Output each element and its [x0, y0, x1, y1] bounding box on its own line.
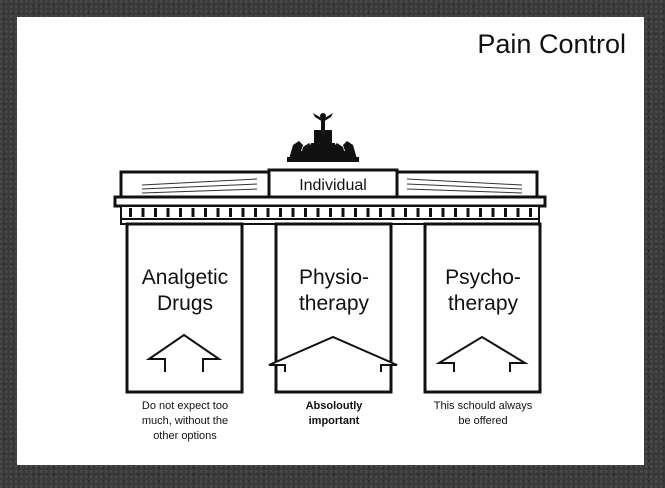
triglyph	[467, 208, 470, 217]
triglyph	[504, 208, 507, 217]
gate-cornice	[115, 197, 545, 224]
triglyph	[292, 208, 295, 217]
triglyph	[367, 208, 370, 217]
triglyph	[267, 208, 270, 217]
triglyph	[404, 208, 407, 217]
triglyph	[179, 208, 182, 217]
pillar-label-line: therapy	[425, 291, 541, 317]
triglyph	[492, 208, 495, 217]
triglyph	[142, 208, 145, 217]
triglyph	[192, 208, 195, 217]
caption-line: Absoloutly	[254, 399, 414, 414]
triglyph	[479, 208, 482, 217]
triglyph	[392, 208, 395, 217]
triglyph	[342, 208, 345, 217]
triglyph	[529, 208, 532, 217]
pillar-label-psychotherapy: Psycho- therapy	[425, 265, 541, 317]
triglyph	[429, 208, 432, 217]
caption-line: other options	[105, 429, 265, 444]
quadriga-statue-icon	[287, 113, 359, 162]
triglyph	[442, 208, 445, 217]
triglyph	[304, 208, 307, 217]
triglyph	[329, 208, 332, 217]
triglyph	[204, 208, 207, 217]
triglyph	[167, 208, 170, 217]
pillar-label-line: therapy	[276, 291, 392, 317]
triglyph	[454, 208, 457, 217]
triglyph	[417, 208, 420, 217]
pillar-label-line: Analgetic	[127, 265, 243, 291]
caption-psychotherapy: This schould always be offered	[403, 399, 563, 429]
triglyph	[517, 208, 520, 217]
triglyph	[129, 208, 132, 217]
caption-physiotherapy: Absoloutly important	[254, 399, 414, 429]
caption-analgetic-drugs: Do not expect too much, without the othe…	[105, 399, 265, 444]
triglyph	[317, 208, 320, 217]
pillar-label-line: Psycho-	[425, 265, 541, 291]
pillar-label-line: Drugs	[127, 291, 243, 317]
triglyph	[379, 208, 382, 217]
triglyph	[254, 208, 257, 217]
caption-line: important	[254, 414, 414, 429]
brandenburg-gate-diagram: Individual	[17, 17, 644, 465]
triglyph	[154, 208, 157, 217]
triglyph	[279, 208, 282, 217]
caption-line: This schould always	[403, 399, 563, 414]
slide: Pain Control	[17, 17, 644, 465]
caption-line: be offered	[403, 414, 563, 429]
pillar-label-physiotherapy: Physio- therapy	[276, 265, 392, 317]
triglyph	[354, 208, 357, 217]
individual-label: Individual	[299, 177, 367, 194]
pillar-label-line: Physio-	[276, 265, 392, 291]
triglyph	[217, 208, 220, 217]
triglyph	[229, 208, 232, 217]
caption-line: Do not expect too	[105, 399, 265, 414]
triglyph	[242, 208, 245, 217]
caption-line: much, without the	[105, 414, 265, 429]
pillar-label-analgetic-drugs: Analgetic Drugs	[127, 265, 243, 317]
